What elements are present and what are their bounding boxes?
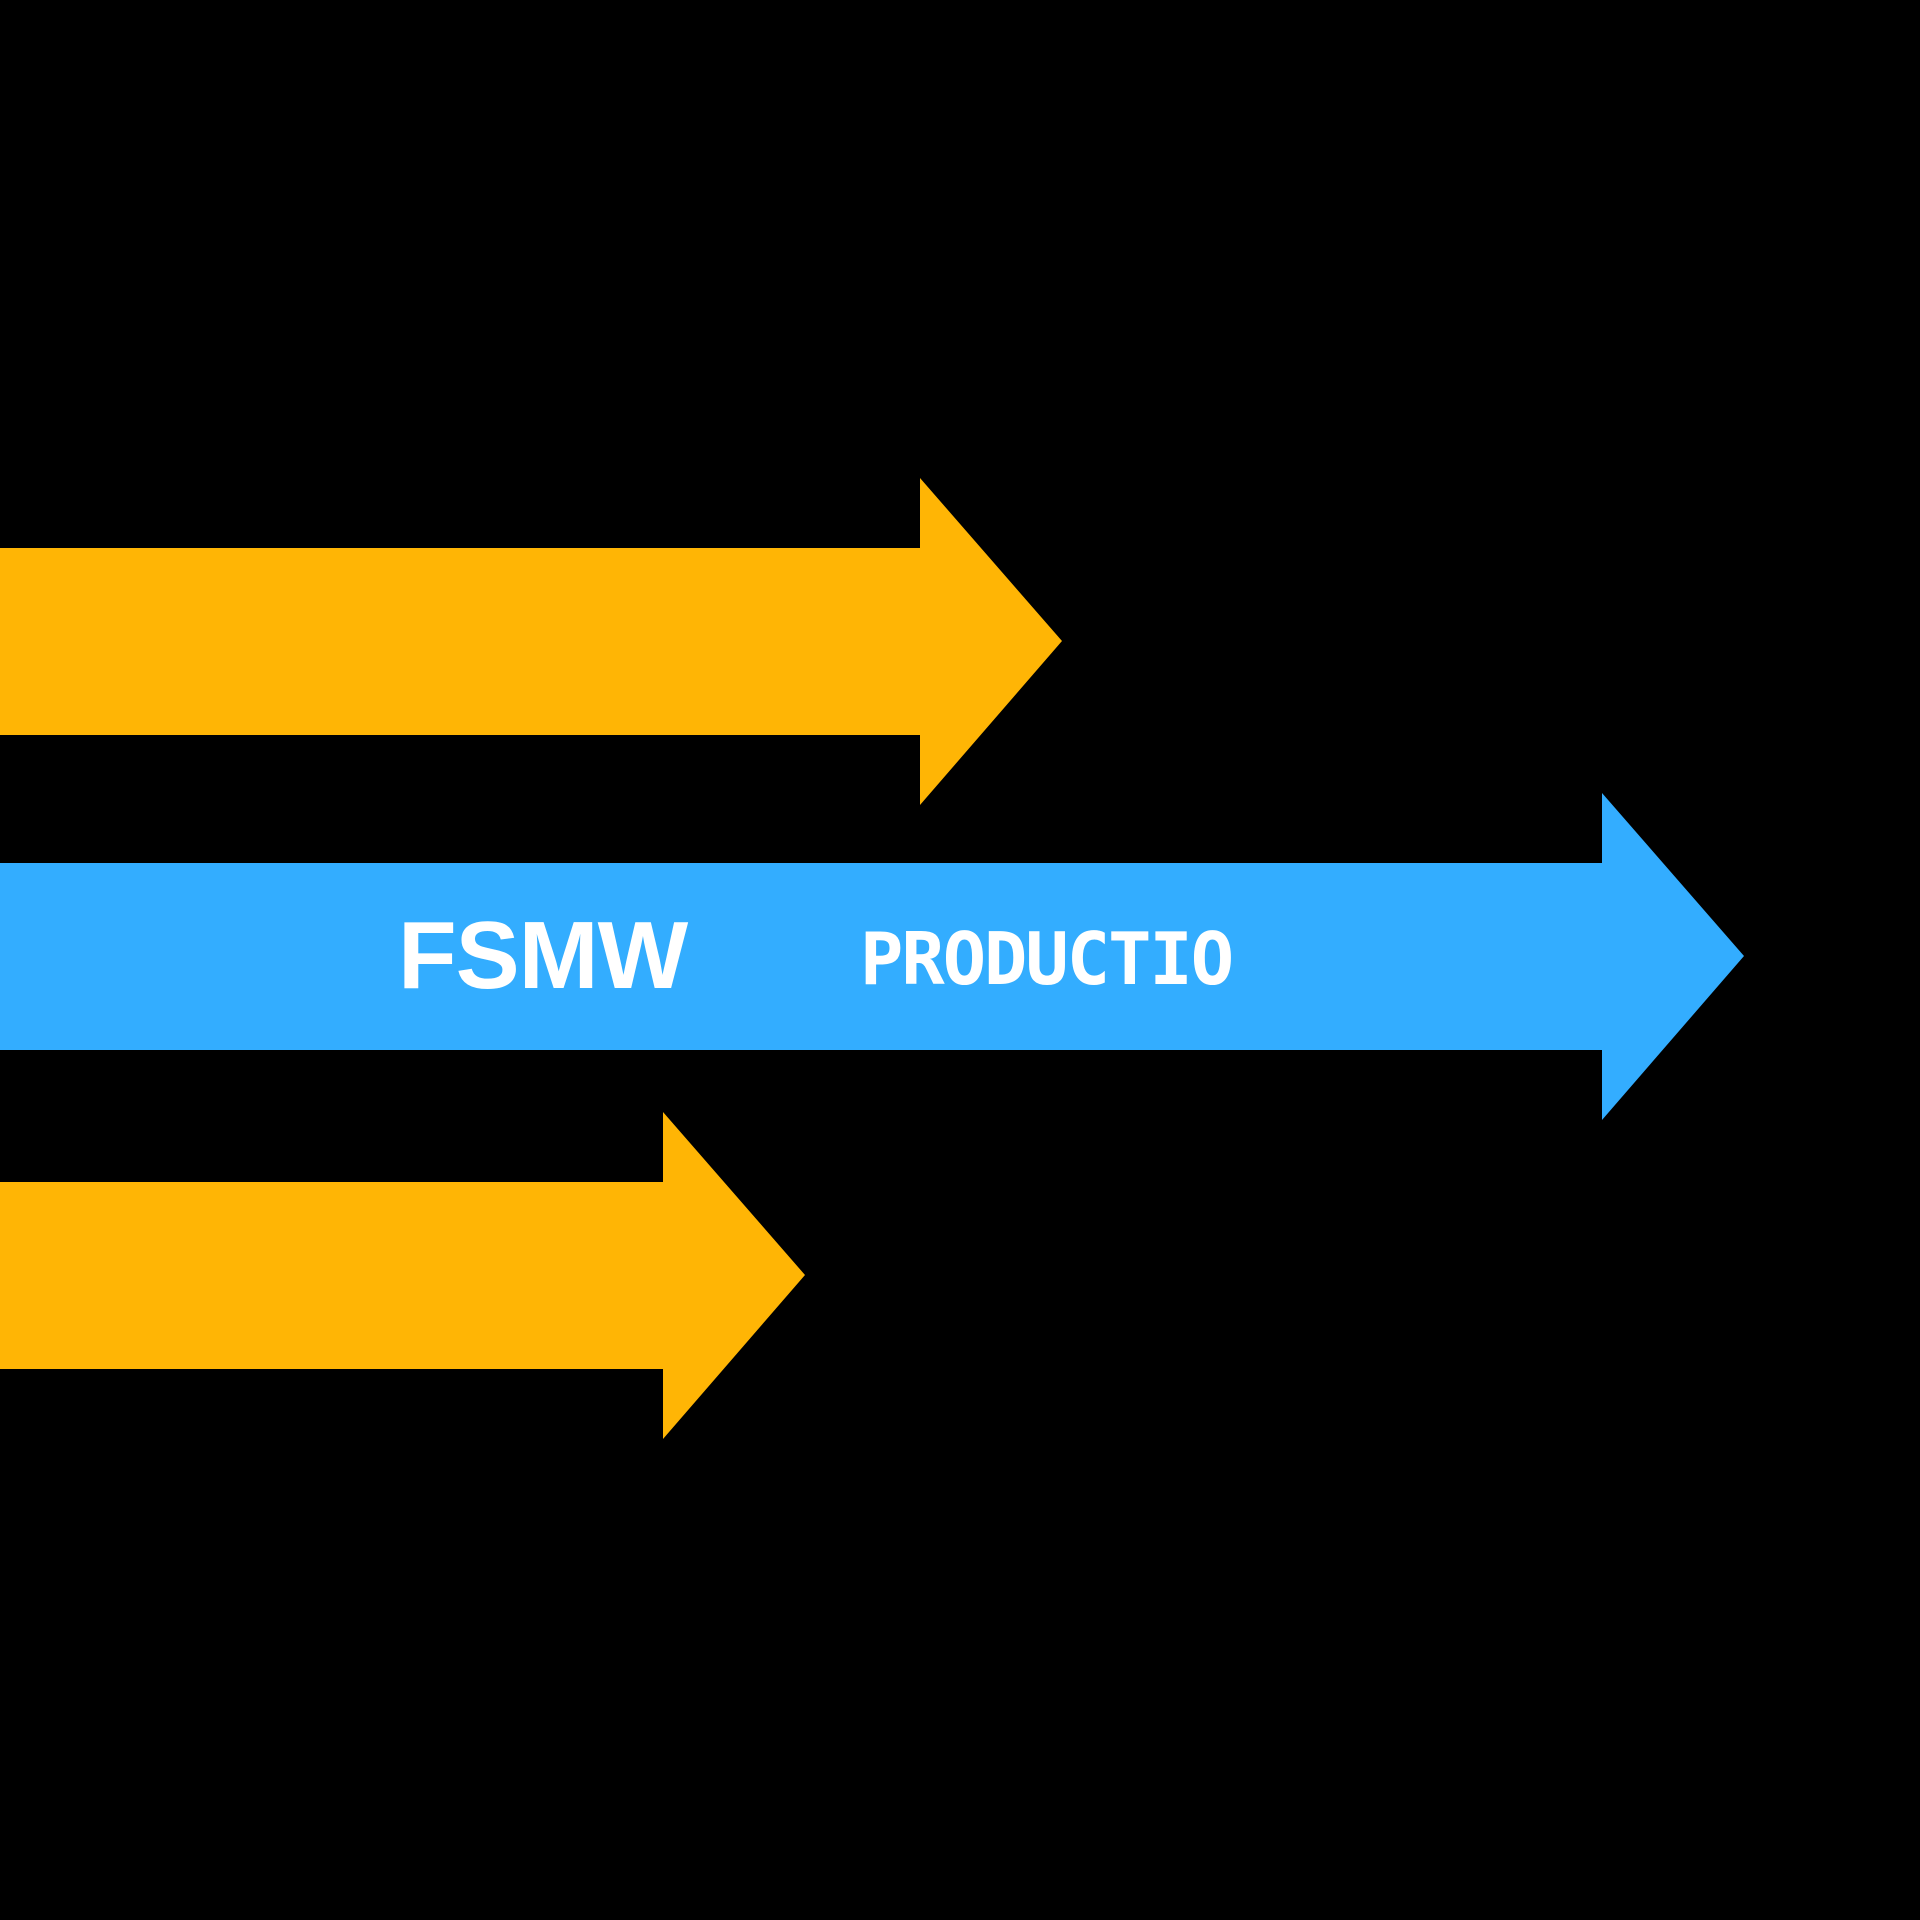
tagline-mask: PRODUCTIO <box>860 918 1240 1000</box>
top-orange-arrow <box>0 478 1062 805</box>
middle-blue-arrow <box>0 793 1744 1120</box>
bottom-orange-arrow <box>0 1112 805 1439</box>
brand-wordmark: FSMW <box>398 902 688 1009</box>
tagline-text: PRODUCTIO <box>860 918 1234 1000</box>
